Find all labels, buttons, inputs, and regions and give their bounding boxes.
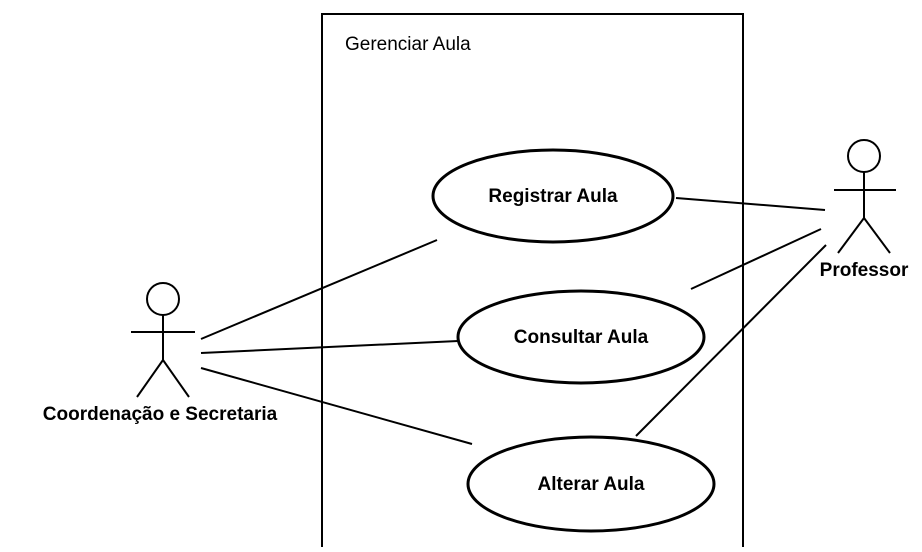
association-coordenacao-registrar <box>200 239 438 340</box>
use-case-registrar-ellipse <box>431 148 675 244</box>
system-boundary-box <box>321 13 744 552</box>
association-coordenacao-consultar <box>200 340 459 354</box>
association-professor-registrar <box>675 197 826 211</box>
use-case-alterar-ellipse <box>466 435 716 533</box>
stick-figure-icon <box>834 139 896 254</box>
stick-figure-icon <box>131 282 195 398</box>
use-case-consultar-aula[interactable]: Consultar Aula <box>456 289 706 385</box>
use-case-alterar-label: Alterar Aula <box>538 474 645 495</box>
use-case-consultar-label: Consultar Aula <box>514 327 649 348</box>
system-boundary: Gerenciar Aula <box>321 13 744 552</box>
actor-professor-label: Professor <box>820 260 909 281</box>
use-case-registrar-label: Registrar Aula <box>488 186 618 207</box>
actor-professor[interactable]: Professor <box>820 139 909 281</box>
system-title: Gerenciar Aula <box>345 34 471 55</box>
actor-coordenacao-secretaria[interactable]: Coordenação e Secretaria <box>43 282 278 425</box>
use-case-consultar-ellipse <box>456 289 706 385</box>
actor-coordenacao-label: Coordenação e Secretaria <box>43 404 278 425</box>
association-professor-alterar <box>635 244 827 437</box>
association-professor-consultar <box>690 228 822 290</box>
use-case-alterar-aula[interactable]: Alterar Aula <box>466 435 716 533</box>
association-coordenacao-alterar <box>200 367 473 445</box>
use-case-registrar-aula[interactable]: Registrar Aula <box>431 148 675 244</box>
